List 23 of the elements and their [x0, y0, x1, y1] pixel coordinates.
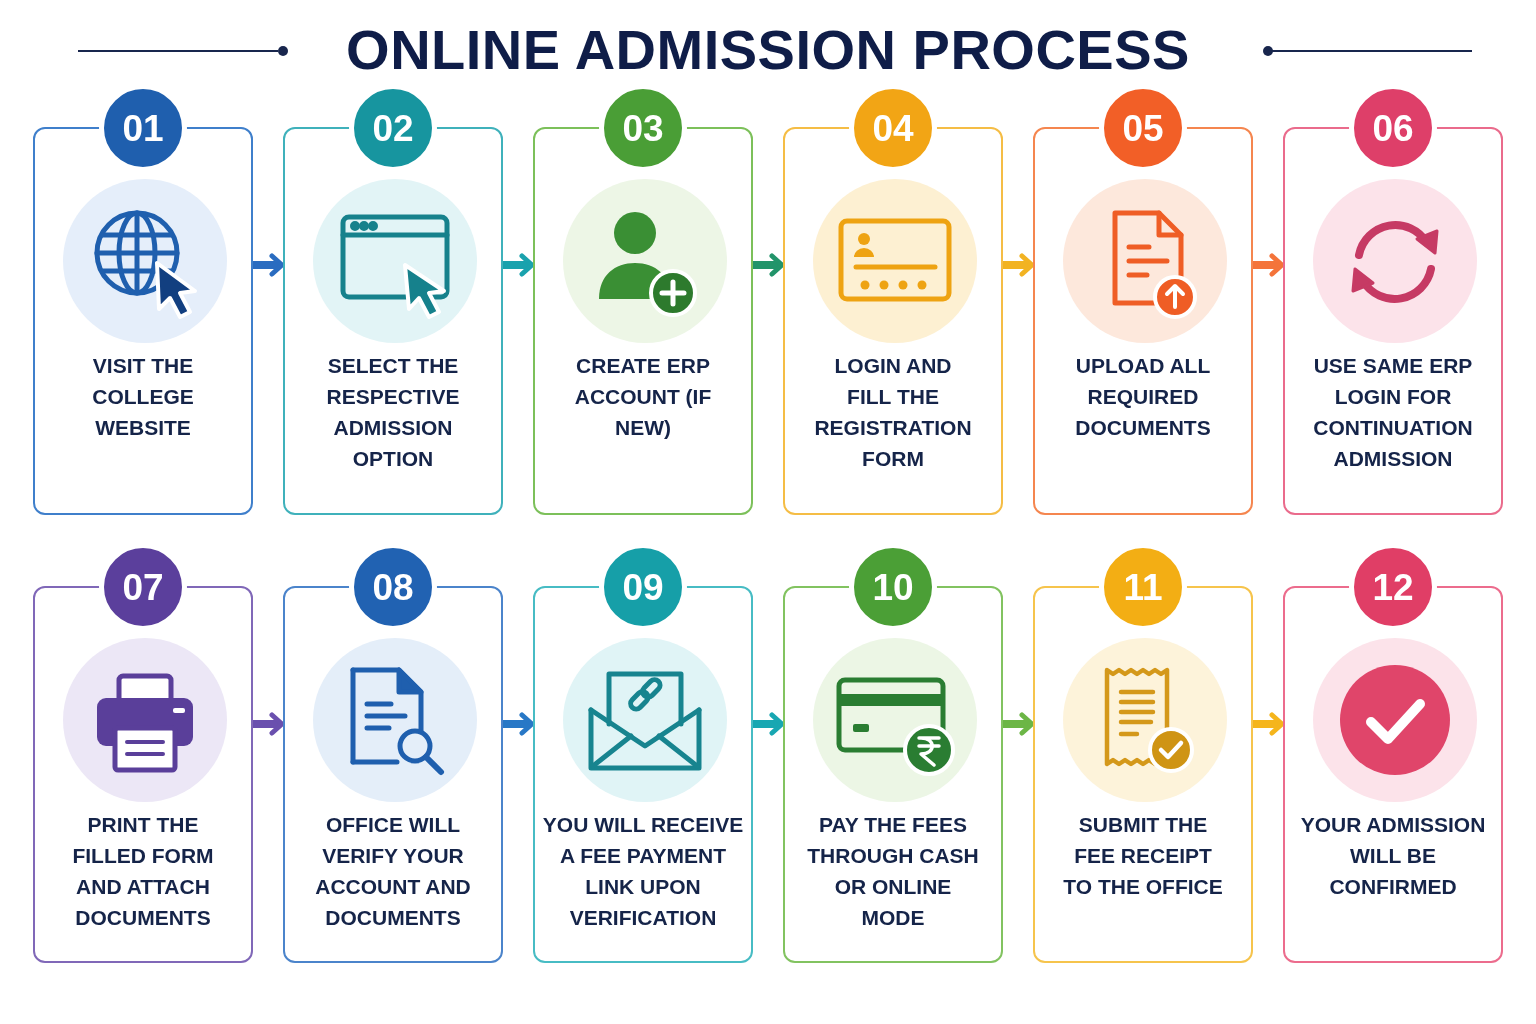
step-description: UPLOAD ALL REQUIRED DOCUMENTS	[1074, 353, 1212, 441]
step-description: VISIT THE COLLEGE WEBSITE	[91, 353, 195, 441]
step-description: YOU WILL RECEIVE A FEE PAYMENT LINK UPON VERIFICATION	[541, 812, 745, 931]
step-description: LOGIN AND FILL THE REGISTRATION FORM	[813, 353, 973, 472]
step-description: USE SAME ERP LOGIN FOR CONTINUATION ADMISSION	[1312, 353, 1474, 472]
step-description: PAY THE FEES THROUGH CASH OR ONLINE MODE	[806, 812, 980, 931]
step-description: YOUR ADMISSION WILL BE CONFIRMED	[1299, 812, 1487, 900]
arrow	[753, 712, 785, 736]
step-description: SUBMIT THE FEE RECEIPT TO THE OFFICE	[1062, 812, 1224, 900]
arrow	[1253, 712, 1285, 736]
arrow	[503, 253, 535, 277]
title: ONLINE ADMISSION PROCESS	[346, 17, 1190, 83]
step-description: OFFICE WILL VERIFY YOUR ACCOUNT AND DOCUMENTS	[314, 812, 472, 931]
step-description: SELECT THE RESPECTIVE ADMISSION OPTION	[325, 353, 461, 472]
arrow	[503, 712, 535, 736]
arrow	[1253, 253, 1285, 277]
step-description: CREATE ERP ACCOUNT (IF NEW)	[573, 353, 713, 441]
arrow	[753, 253, 785, 277]
arrow	[253, 253, 285, 277]
arrow	[1003, 253, 1035, 277]
step-description: PRINT THE FILLED FORM AND ATTACH DOCUMENTS	[71, 812, 215, 931]
arrow	[253, 712, 285, 736]
arrow	[1003, 712, 1035, 736]
